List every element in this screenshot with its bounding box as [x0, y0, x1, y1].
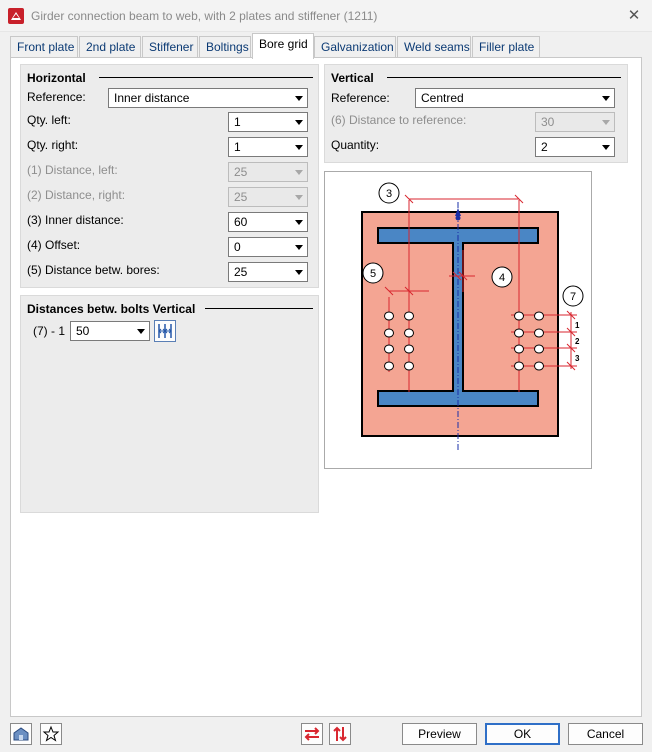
dist-ref-value: 30: [541, 115, 555, 129]
group-divider: [99, 77, 313, 78]
app-icon: [8, 8, 24, 24]
qty-right-select[interactable]: 1: [228, 137, 308, 157]
chevron-down-icon: [602, 145, 610, 150]
bores-distance-label: (5) Distance betw. bores:: [27, 263, 160, 277]
callout-4: 4: [491, 266, 513, 288]
inner-distance-select[interactable]: 60: [228, 212, 308, 232]
dist-ref-select: 30: [535, 112, 615, 132]
cancel-button[interactable]: Cancel: [568, 723, 643, 745]
house-tools-button[interactable]: [10, 723, 32, 745]
group-divider: [387, 77, 621, 78]
gap-label-1: 1: [575, 321, 580, 330]
chevron-down-icon: [295, 170, 303, 175]
chevron-down-icon: [295, 145, 303, 150]
qty-left-label: Qty. left:: [27, 113, 71, 127]
bolt-row-select[interactable]: 50: [70, 321, 150, 341]
tab-weld-seams[interactable]: Weld seams: [397, 36, 471, 58]
h-reference-label: Reference:: [27, 90, 86, 104]
inner-distance-value: 60: [234, 215, 248, 229]
tab-stiffener[interactable]: Stiffener: [142, 36, 198, 58]
chevron-down-icon: [295, 96, 303, 101]
chevron-down-icon: [137, 329, 145, 334]
svg-text:4: 4: [499, 272, 505, 284]
callout-3: 3: [378, 182, 400, 204]
dist-right-value: 25: [234, 190, 248, 204]
bolt-row-label: (7) - 1: [33, 324, 66, 338]
chevron-down-icon: [295, 120, 303, 125]
v-reference-value: Centred: [421, 91, 464, 105]
tab-bore-grid[interactable]: Bore grid: [252, 33, 314, 59]
chevron-down-icon: [295, 220, 303, 225]
close-button[interactable]: ✕: [620, 2, 648, 30]
dist-ref-label: (6) Distance to reference:: [331, 113, 467, 127]
house-icon: [13, 727, 29, 741]
tab-boltings[interactable]: Boltings: [199, 36, 251, 58]
qty-right-label: Qty. right:: [27, 138, 79, 152]
svg-text:7: 7: [570, 291, 576, 303]
dist-right-select: 25: [228, 187, 308, 207]
distribute-icon: [158, 324, 172, 338]
equal-distribute-button[interactable]: [154, 320, 176, 342]
qty-right-value: 1: [234, 140, 241, 154]
favorites-button[interactable]: [40, 723, 62, 745]
vertical-title: Vertical: [331, 71, 374, 85]
title-bar: Girder connection beam to web, with 2 pl…: [0, 0, 652, 32]
ok-button[interactable]: OK: [485, 723, 560, 745]
group-divider: [205, 308, 313, 309]
chevron-down-icon: [602, 96, 610, 101]
tab-filler-plate[interactable]: Filler plate: [472, 36, 540, 58]
chevron-down-icon: [295, 245, 303, 250]
swap-horizontal-icon: [304, 727, 320, 741]
chevron-down-icon: [295, 195, 303, 200]
v-reference-select[interactable]: Centred: [415, 88, 615, 108]
svg-text:3: 3: [386, 188, 392, 200]
bores-distance-value: 25: [234, 265, 248, 279]
bolt-row-value: 50: [76, 324, 90, 338]
quantity-label: Quantity:: [331, 138, 380, 152]
offset-label: (4) Offset:: [27, 238, 81, 252]
bore-grid-diagram: 3 5 4 7 1 2 3: [324, 171, 592, 469]
quantity-value: 2: [541, 140, 548, 154]
swap-horizontal-button[interactable]: [301, 723, 323, 745]
bore-grid-illustration: 3 5 4 7 1 2 3: [361, 182, 584, 450]
swap-vertical-button[interactable]: [329, 723, 351, 745]
h-reference-select[interactable]: Inner distance: [108, 88, 308, 108]
offset-value: 0: [234, 240, 241, 254]
qty-left-select[interactable]: 1: [228, 112, 308, 132]
tab-front-plate[interactable]: Front plate: [10, 36, 78, 58]
horizontal-title: Horizontal: [27, 71, 86, 85]
bores-distance-select[interactable]: 25: [228, 262, 308, 282]
window-title: Girder connection beam to web, with 2 pl…: [31, 9, 378, 23]
tab-2nd-plate[interactable]: 2nd plate: [79, 36, 141, 58]
quantity-select[interactable]: 2: [535, 137, 615, 157]
gap-label-2: 2: [575, 337, 580, 346]
chevron-down-icon: [602, 120, 610, 125]
h-reference-value: Inner distance: [114, 91, 190, 105]
bolts-vertical-title: Distances betw. bolts Vertical: [27, 302, 196, 316]
qty-left-value: 1: [234, 115, 241, 129]
svg-text:5: 5: [370, 268, 376, 280]
tab-galvanization[interactable]: Galvanization: [314, 36, 396, 58]
dist-right-label: (2) Distance, right:: [27, 188, 126, 202]
chevron-down-icon: [295, 270, 303, 275]
swap-vertical-icon: [333, 726, 347, 742]
offset-select[interactable]: 0: [228, 237, 308, 257]
inner-distance-label: (3) Inner distance:: [27, 213, 124, 227]
dist-left-label: (1) Distance, left:: [27, 163, 118, 177]
star-icon: [42, 725, 60, 742]
callout-5: 5: [362, 262, 384, 284]
dist-left-select: 25: [228, 162, 308, 182]
callout-7: 7: [562, 285, 584, 307]
preview-button[interactable]: Preview: [402, 723, 477, 745]
gap-label-3: 3: [575, 354, 580, 363]
close-icon: ✕: [627, 7, 641, 24]
dist-left-value: 25: [234, 165, 248, 179]
v-reference-label: Reference:: [331, 91, 390, 105]
